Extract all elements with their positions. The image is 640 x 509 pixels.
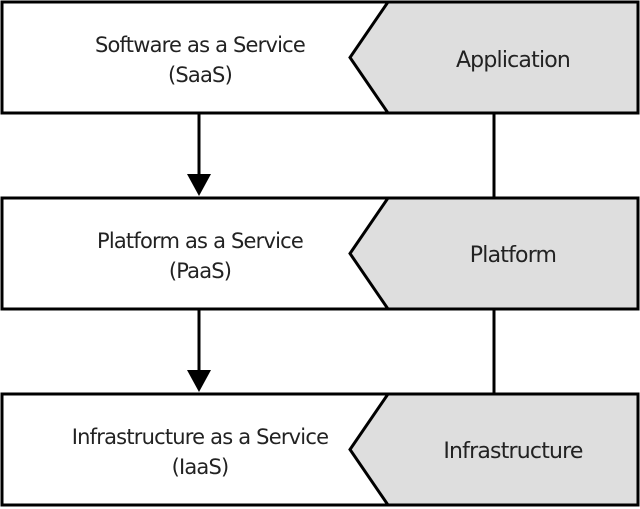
tier-arrow-1: [187, 112, 211, 196]
service-name-paas: Platform as a Service: [97, 229, 303, 253]
layer-chevron-platform: [348, 196, 640, 311]
layer-chevron-application: [348, 0, 640, 115]
arrow-head-2: [187, 370, 211, 392]
tier-saas: Software as a Service (SaaS) Application: [0, 0, 640, 115]
layer-label-platform: Platform: [470, 243, 556, 268]
service-abbr-paas: (PaaS): [169, 259, 231, 283]
layer-label-infrastructure: Infrastructure: [443, 439, 583, 464]
tier-iaas: Infrastructure as a Service (IaaS) Infra…: [0, 392, 640, 507]
layer-label-application: Application: [456, 48, 570, 73]
tier-paas: Platform as a Service (PaaS) Platform: [0, 196, 640, 311]
arrow-head-1: [187, 174, 211, 196]
service-abbr-saas: (SaaS): [168, 63, 232, 87]
service-name-saas: Software as a Service: [95, 33, 305, 57]
layer-chevron-infrastructure: [348, 392, 640, 507]
tier-arrow-2: [187, 308, 211, 392]
service-abbr-iaas: (IaaS): [172, 455, 229, 479]
service-name-iaas: Infrastructure as a Service: [72, 425, 328, 449]
